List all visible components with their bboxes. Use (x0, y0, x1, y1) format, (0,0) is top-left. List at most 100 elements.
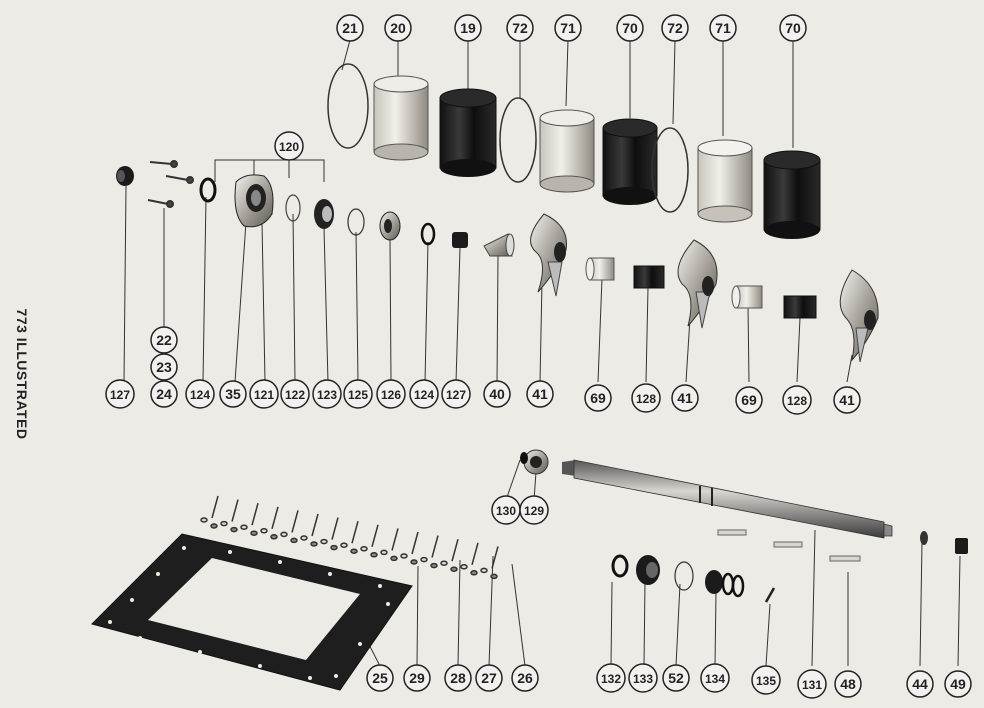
washer (460, 564, 468, 570)
callout-number: 49 (950, 676, 966, 692)
callout-circle (483, 380, 511, 408)
callout-29: 29 (403, 664, 431, 692)
callout-number: 72 (512, 20, 528, 36)
callout-35: 35 (219, 380, 247, 408)
o-ring-52 (674, 561, 694, 591)
callout-number: 135 (756, 674, 776, 688)
plate-holes (108, 546, 390, 680)
callout-number: 71 (560, 20, 576, 36)
callout-69b: 69 (735, 386, 763, 414)
nut (490, 573, 498, 580)
callout-71a: 71 (554, 14, 582, 42)
nut-49 (955, 538, 968, 554)
callout-41c: 41 (833, 386, 861, 414)
callout-number: 132 (601, 672, 621, 686)
nut (270, 534, 278, 540)
callout-circle (409, 379, 439, 409)
callout-number: 29 (409, 670, 425, 686)
callout-number: 70 (622, 20, 638, 36)
band-70-b (763, 150, 821, 239)
callout-circle (376, 379, 406, 409)
band-19 (439, 88, 497, 177)
plate-opening (148, 558, 360, 660)
washer (200, 517, 208, 523)
callout-circle (616, 14, 644, 42)
callout-number: 134 (705, 672, 725, 686)
callout-number: 40 (489, 386, 505, 402)
stud (291, 510, 299, 533)
callout-70a: 70 (616, 14, 644, 42)
nut (370, 552, 378, 558)
stud (471, 542, 479, 565)
callout-122: 122 (280, 379, 310, 409)
callout-number: 125 (348, 388, 368, 402)
stud (231, 499, 239, 522)
callout-124a: 124 (185, 379, 215, 409)
washer (420, 556, 428, 563)
callout-49: 49 (944, 670, 972, 698)
callout-number: 27 (481, 670, 497, 686)
washer (480, 567, 488, 574)
callout-133: 133 (628, 663, 658, 693)
nut (410, 559, 418, 565)
impeller-41-c (839, 269, 879, 363)
impeller-41-a (530, 213, 568, 297)
callout-number: 25 (372, 670, 388, 686)
spacer-69-a (585, 257, 615, 281)
callout-circle (735, 386, 763, 414)
callout-71b: 71 (709, 14, 737, 42)
band-70-a (602, 118, 658, 205)
callout-19: 19 (454, 14, 482, 42)
callout-120: 120 (274, 131, 304, 161)
callout-circle (834, 670, 862, 698)
pin-135 (764, 587, 776, 603)
stud (451, 539, 459, 562)
stud (271, 506, 279, 529)
callout-41b: 41 (671, 384, 699, 412)
callout-24: 24 (150, 380, 178, 408)
nut (290, 537, 298, 544)
callout-41a: 41 (526, 380, 554, 408)
callout-circle (336, 14, 364, 42)
sleeve-128-b (783, 295, 817, 319)
studs-and-washers-26-29 (200, 495, 499, 580)
callout-circle (150, 353, 178, 381)
impeller-stack-row (116, 160, 879, 363)
callout-circle (944, 670, 972, 698)
ring-124-a (199, 177, 217, 203)
callout-number: 122 (285, 388, 305, 402)
bearing-129-130 (520, 449, 549, 475)
callout-circle (105, 379, 135, 409)
washer (240, 524, 248, 530)
callout-circle (628, 663, 658, 693)
callout-23: 23 (150, 353, 178, 381)
sleeve-71-a (539, 109, 595, 193)
ring-132 (611, 554, 629, 578)
callout-circle (274, 131, 304, 161)
callout-number: 71 (715, 20, 731, 36)
o-ring-122 (285, 194, 301, 222)
callout-127a: 127 (105, 379, 135, 409)
callout-number: 48 (840, 676, 856, 692)
callout-52: 52 (662, 664, 690, 692)
callout-123: 123 (312, 379, 342, 409)
washer (440, 560, 448, 566)
sleeve-20 (373, 75, 429, 161)
callout-circle (219, 380, 247, 408)
callout-27: 27 (475, 664, 503, 692)
callout-127b: 127 (441, 379, 471, 409)
cone-40 (483, 233, 515, 257)
washer (280, 531, 288, 538)
callout-circle (249, 379, 279, 409)
callout-number: 126 (381, 388, 401, 402)
callout-44: 44 (906, 670, 934, 698)
callout-circle (584, 384, 612, 412)
callout-circle (554, 14, 582, 42)
stud (491, 546, 499, 569)
collar-133 (636, 555, 660, 585)
stud (211, 495, 219, 519)
callout-number: 131 (802, 678, 822, 692)
callout-number: 72 (667, 20, 683, 36)
